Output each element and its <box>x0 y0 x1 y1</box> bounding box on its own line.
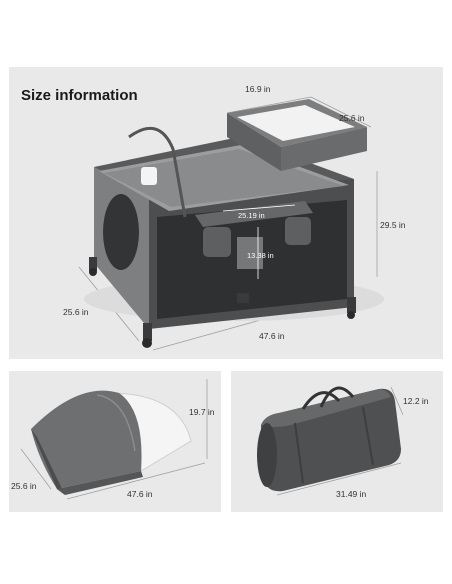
dim-canopy-height: 19.7 in <box>189 407 215 417</box>
size-information-panel: Size information <box>9 67 443 359</box>
dim-top-depth: 25.6 in <box>339 113 365 123</box>
panel-title: Size information <box>21 87 138 104</box>
dim-canopy-depth: 25.6 in <box>11 481 37 491</box>
canopy-illustration <box>20 379 208 500</box>
dim-top-width: 16.9 in <box>245 84 271 94</box>
dim-base-depth: 25.6 in <box>63 307 89 317</box>
playard-illustration <box>78 96 384 351</box>
carry-bag-illustration <box>257 386 404 496</box>
dim-base-length: 47.6 in <box>259 331 285 341</box>
dim-canopy-length: 47.6 in <box>127 489 153 499</box>
dim-height: 29.5 in <box>380 220 406 230</box>
dimension-lines <box>20 379 208 500</box>
dim-bag-length: 31.49 in <box>336 489 367 499</box>
dim-tray-width: 25.19 in <box>238 211 265 220</box>
canopy-size-panel: 19.7 in 25.6 in 47.6 in <box>9 371 221 512</box>
playard-body <box>89 99 367 348</box>
dim-tray-height: 13.38 in <box>247 251 274 260</box>
carry-bag-size-panel: 12.2 in 31.49 in <box>231 371 443 512</box>
dimension-lines <box>276 386 404 496</box>
dim-bag-height: 12.2 in <box>403 396 429 406</box>
